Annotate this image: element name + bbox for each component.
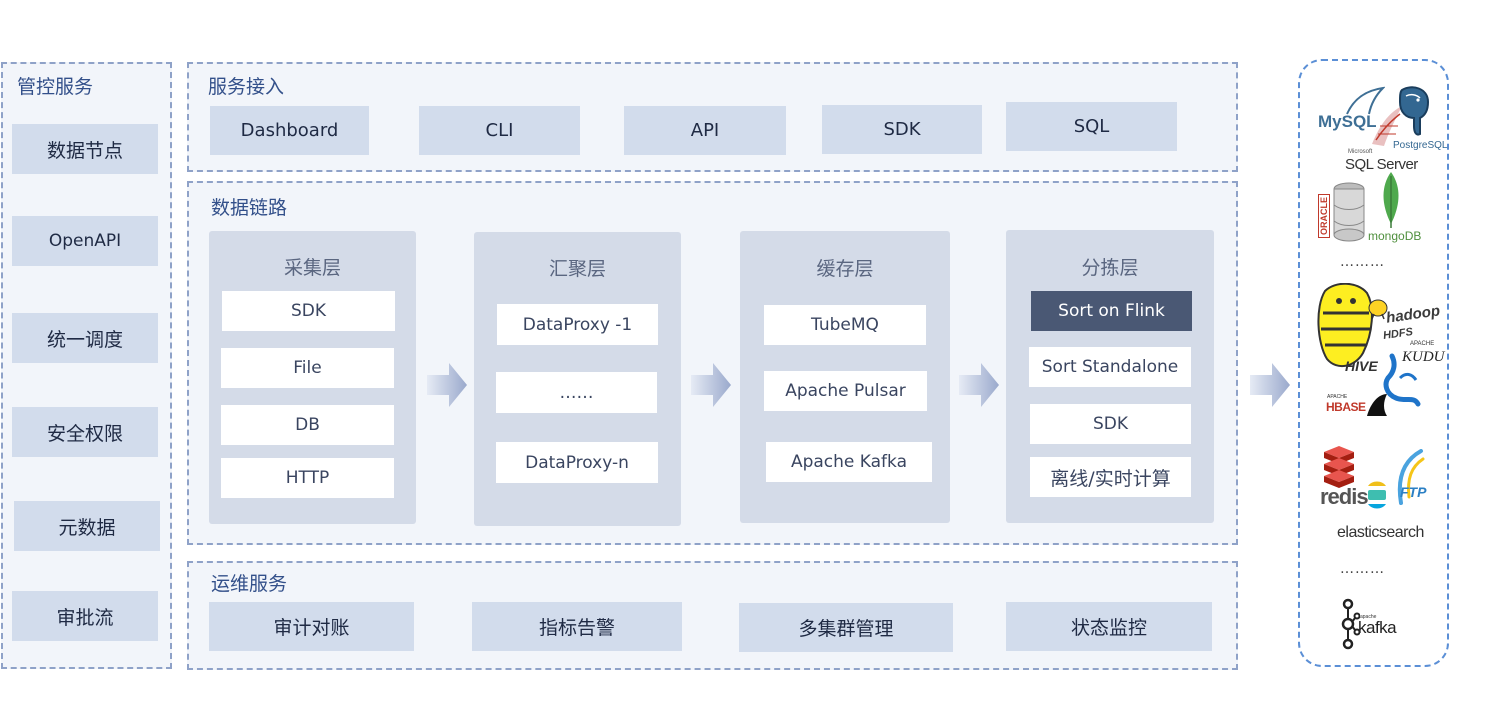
sort-sdk: SDK [1030, 404, 1191, 444]
mgmt-scheduler: 统一调度 [12, 313, 158, 363]
kafka-label: kafka [1358, 618, 1397, 637]
sort-compute: 离线/实时计算 [1030, 457, 1191, 497]
aggregate-dataproxy-n: DataProxy-n [496, 442, 658, 483]
kudu-antelope-icon [1383, 353, 1421, 407]
mongodb-leaf-icon [1383, 172, 1399, 228]
cache-tubemq: TubeMQ [764, 305, 926, 345]
storage-panel [1298, 59, 1449, 667]
arrow-right-icon [1250, 363, 1290, 407]
collect-http: HTTP [221, 458, 394, 498]
dots-separator-1: ……… [1340, 254, 1385, 270]
kudu-small-label: APACHE [1410, 341, 1435, 347]
elasticsearch-icon [1368, 481, 1386, 509]
database-cylinder-icon [1333, 182, 1365, 242]
access-dashboard: Dashboard [210, 106, 369, 155]
arrow-right-icon [691, 363, 731, 407]
mongodb-label: mongoDB [1368, 229, 1422, 243]
mgmt-metadata: 元数据 [14, 501, 160, 551]
sort-standalone: Sort Standalone [1029, 347, 1191, 387]
elasticsearch-label: elasticsearch [1337, 524, 1424, 541]
collect-sdk: SDK [222, 291, 395, 331]
redis-cube-icon [1324, 446, 1354, 488]
dots-separator-2: ……… [1340, 561, 1385, 577]
access-sdk: SDK [822, 105, 982, 154]
hadoop-elephant-icon [1368, 299, 1388, 320]
ops-title: 运维服务 [211, 573, 288, 595]
layer-collect-title: 采集层 [283, 257, 341, 279]
layer-sort-title: 分拣层 [1081, 257, 1139, 279]
oracle-label: ORACLE [1318, 194, 1330, 238]
postgresql-elephant-icon [1398, 86, 1430, 136]
dolphin-icon [1346, 86, 1385, 115]
access-api: API [624, 106, 786, 155]
hive-bee-icon [1317, 283, 1373, 368]
collect-file: File [221, 348, 394, 388]
kudu-label: KUDU [1402, 349, 1445, 365]
hbase-orca-icon [1367, 394, 1387, 416]
management-title: 管控服务 [17, 76, 94, 98]
aggregate-dataproxy-1: DataProxy -1 [497, 304, 658, 345]
sqlserver-small-label: Microsoft [1348, 149, 1373, 155]
mgmt-openapi: OpenAPI [12, 216, 158, 266]
access-title: 服务接入 [208, 76, 285, 98]
mgmt-approval: 审批流 [12, 591, 158, 641]
ops-alerts: 指标告警 [472, 602, 682, 651]
cache-pulsar: Apache Pulsar [764, 371, 927, 411]
kafka-icon [1341, 598, 1360, 650]
hbase-label: HBASE [1326, 400, 1366, 414]
collect-db: DB [221, 405, 394, 445]
access-sql: SQL [1006, 102, 1177, 151]
sqlserver-label: SQL Server [1345, 156, 1418, 173]
aggregate-ellipsis: …… [496, 372, 657, 413]
arrow-right-icon [959, 363, 999, 407]
mgmt-security: 安全权限 [12, 407, 158, 457]
sqlserver-icon [1372, 106, 1402, 146]
pipeline-title: 数据链路 [211, 197, 288, 219]
sort-flink: Sort on Flink [1031, 291, 1192, 331]
postgresql-label: PostgreSQL [1393, 140, 1448, 151]
ops-monitor: 状态监控 [1006, 602, 1212, 651]
layer-aggregate-title: 汇聚层 [548, 258, 606, 280]
access-cli: CLI [419, 106, 580, 155]
ops-multicluster: 多集群管理 [739, 603, 953, 652]
layer-cache-title: 缓存层 [816, 258, 874, 280]
ftp-label: FTP [1400, 484, 1427, 500]
mysql-logo: MySQL [1318, 112, 1377, 131]
kafka-small-label: apache [1360, 614, 1377, 620]
cache-kafka: Apache Kafka [766, 442, 932, 482]
arrow-right-icon [427, 363, 467, 407]
ftp-icon [1397, 449, 1425, 505]
ops-audit: 审计对账 [209, 602, 414, 651]
hbase-small-label: APACHE [1327, 394, 1348, 400]
mgmt-data-node: 数据节点 [12, 124, 158, 174]
redis-label: redis [1320, 484, 1369, 509]
hive-label: HIVE [1345, 358, 1378, 374]
